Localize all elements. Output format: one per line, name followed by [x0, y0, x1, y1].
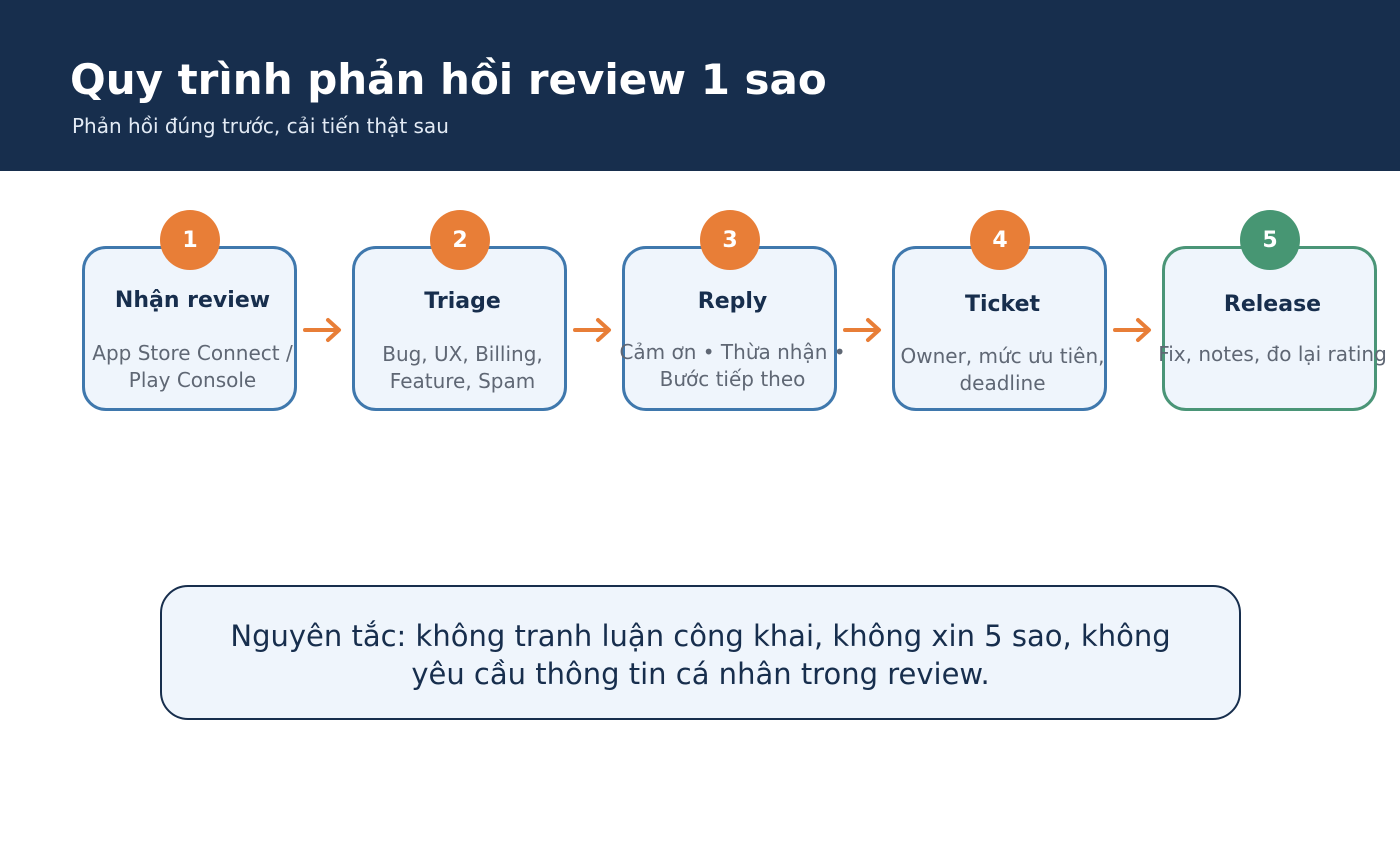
- step-title: Nhận review: [114, 288, 271, 313]
- arrow-right-icon: [843, 318, 881, 342]
- step-card-triage: Triage Bug, UX, Billing, Feature, Spam: [352, 246, 567, 411]
- step-description: App Store Connect / Play Console: [92, 341, 293, 392]
- step-description: Bug, UX, Billing, Feature, Spam: [382, 342, 543, 393]
- arrow-right-icon: [303, 318, 341, 342]
- header-banner: Quy trình phản hồi review 1 sao Phản hồi…: [0, 0, 1400, 171]
- principle-note-text: Nguyên tắc: không tranh luận công khai, …: [230, 619, 1171, 691]
- page-subtitle: Phản hồi đúng trước, cải tiến thật sau: [72, 114, 449, 138]
- step-number-badge: 5: [1240, 210, 1300, 270]
- step-description: Owner, mức ưu tiên, deadline: [900, 344, 1105, 395]
- step-number-badge: 2: [430, 210, 490, 270]
- step-number-badge: 4: [970, 210, 1030, 270]
- step-title: Reply: [697, 289, 768, 314]
- arrow-right-icon: [573, 318, 611, 342]
- step-card-reply: Reply Cảm ơn • Thừa nhận • Bước tiếp the…: [619, 246, 846, 411]
- step-card-release: Release Fix, notes, đo lại rating: [1158, 246, 1387, 411]
- step-number-badge: 1: [160, 210, 220, 270]
- step-card-receive-review: Nhận review App Store Connect / Play Con…: [82, 246, 297, 411]
- page-title: Quy trình phản hồi review 1 sao: [70, 55, 827, 104]
- principle-note: Nguyên tắc: không tranh luận công khai, …: [160, 585, 1241, 720]
- arrow-right-icon: [1113, 318, 1151, 342]
- step-title: Ticket: [964, 292, 1041, 317]
- step-card-ticket: Ticket Owner, mức ưu tiên, deadline: [892, 246, 1107, 411]
- step-title: Triage: [424, 289, 501, 314]
- step-number-badge: 3: [700, 210, 760, 270]
- step-description: Fix, notes, đo lại rating: [1158, 342, 1387, 366]
- step-title: Release: [1223, 292, 1322, 317]
- step-description: Cảm ơn • Thừa nhận • Bước tiếp theo: [619, 340, 846, 391]
